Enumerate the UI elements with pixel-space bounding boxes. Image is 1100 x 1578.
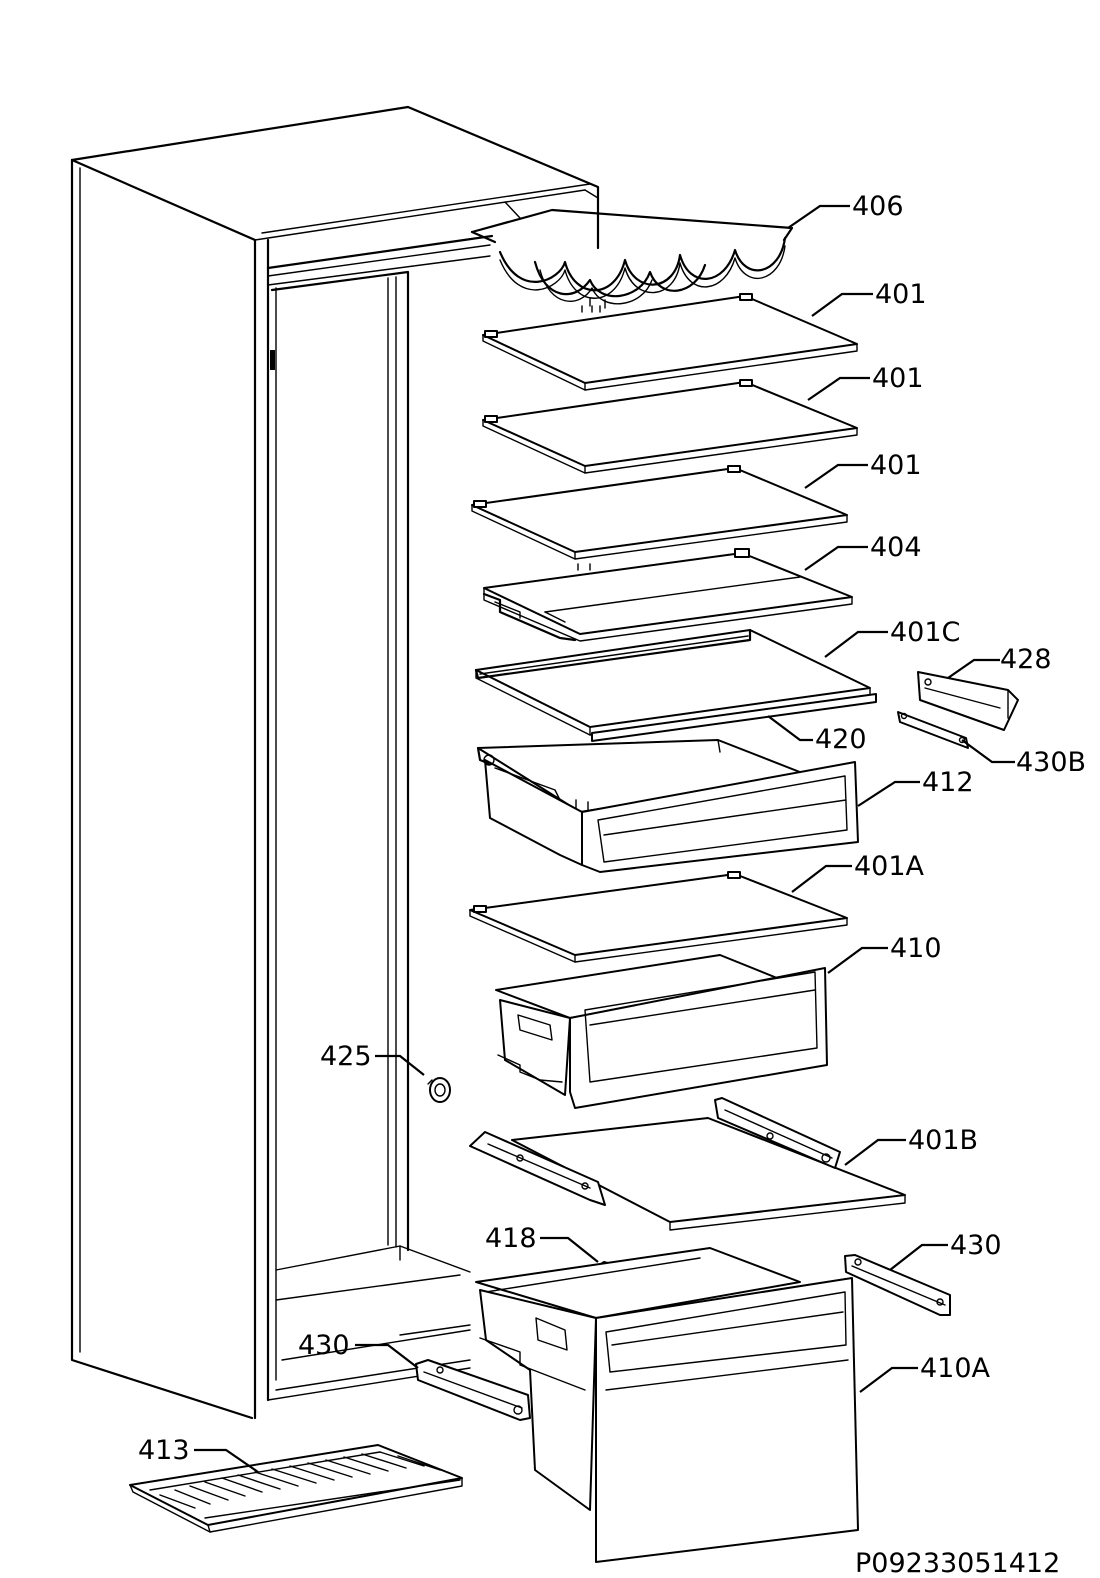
part-406-wine-rack xyxy=(470,208,794,309)
callout-425: 425 xyxy=(320,1041,372,1072)
part-401B-shelf-with-rails xyxy=(469,1097,906,1231)
part-401C-shelf xyxy=(474,628,871,736)
part-401-glass-shelf-2 xyxy=(482,379,858,474)
callout-401-first: 401 xyxy=(875,279,927,310)
part-412-drawer xyxy=(476,739,859,873)
callout-430-right: 430 xyxy=(950,1230,1002,1261)
callout-430B: 430B xyxy=(1016,747,1086,778)
part-410A-large-drawer xyxy=(475,1247,859,1563)
callout-413: 413 xyxy=(138,1435,190,1466)
callout-428: 428 xyxy=(1000,644,1052,675)
part-428-bracket xyxy=(917,671,1019,731)
callout-406: 406 xyxy=(852,191,904,222)
callout-401B: 401B xyxy=(908,1125,978,1156)
part-401-glass-shelf-3 xyxy=(471,465,848,571)
callout-430-left: 430 xyxy=(298,1330,350,1361)
part-430B-rail xyxy=(897,711,969,749)
part-413-grille xyxy=(129,1444,463,1533)
callout-418: 418 xyxy=(485,1223,537,1254)
callout-412: 412 xyxy=(922,767,974,798)
callout-401A: 401A xyxy=(854,851,925,882)
refrigerator-cabinet xyxy=(70,105,600,1420)
callout-404: 404 xyxy=(870,532,922,563)
callout-410A: 410A xyxy=(920,1353,991,1384)
callout-410: 410 xyxy=(890,933,942,964)
part-404-shelf-with-frame xyxy=(482,548,853,642)
part-430-left-rail xyxy=(415,1359,531,1421)
callout-401C: 401C xyxy=(890,617,960,648)
leader-lines xyxy=(194,204,1015,1473)
part-401A-glass-shelf xyxy=(469,871,848,963)
part-430-right-rail xyxy=(844,1254,951,1316)
part-401-glass-shelf-1 xyxy=(482,293,858,391)
part-410-drawer xyxy=(495,954,828,1109)
callout-401-third: 401 xyxy=(870,450,922,481)
drawing-code: P09233051412 xyxy=(855,1548,1060,1578)
callout-labels: 406 401 401 401 404 401C 428 420 430B 41… xyxy=(138,191,1086,1466)
callout-420: 420 xyxy=(815,724,867,755)
part-425-thermostat-knob xyxy=(427,1077,451,1103)
callout-401-second: 401 xyxy=(872,363,924,394)
